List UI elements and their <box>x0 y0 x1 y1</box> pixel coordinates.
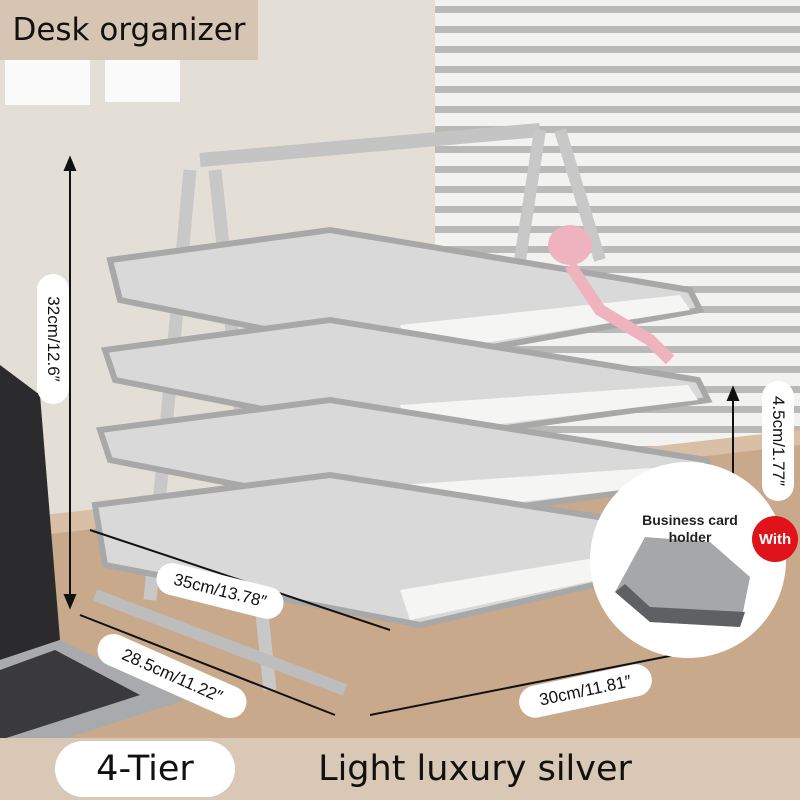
product-title: Desk organizer <box>0 0 258 60</box>
height-label: 32cm/12.6″ <box>37 274 69 404</box>
blind-slat <box>435 326 800 333</box>
blind-slat <box>435 226 800 233</box>
blind-slat <box>435 86 800 93</box>
blind-slat <box>435 146 800 153</box>
pink-panther-figurine <box>548 225 675 365</box>
blind-slat <box>435 206 800 213</box>
business-card-holder-callout <box>590 462 786 658</box>
blind-slat <box>435 166 800 173</box>
blind-slat <box>435 266 800 273</box>
with-badge: With <box>752 516 798 562</box>
blind-slat <box>435 46 800 53</box>
blind-slat <box>435 126 800 133</box>
blind-slat <box>435 66 800 73</box>
business-card-holder-label: Business card holder <box>642 512 738 545</box>
blind-slat <box>435 186 800 193</box>
blind-slat <box>435 346 800 353</box>
wall-notes <box>5 60 180 105</box>
blind-slat <box>435 26 800 33</box>
card-holder-icon <box>615 537 750 627</box>
blind-slat <box>435 426 800 433</box>
blind-slat <box>435 6 800 13</box>
blind-slat <box>435 106 800 113</box>
blind-slat <box>435 246 800 253</box>
tier-count-badge: 4-Tier <box>55 741 235 797</box>
finish-label: Light luxury silver <box>318 749 632 789</box>
laptop <box>0 365 185 760</box>
